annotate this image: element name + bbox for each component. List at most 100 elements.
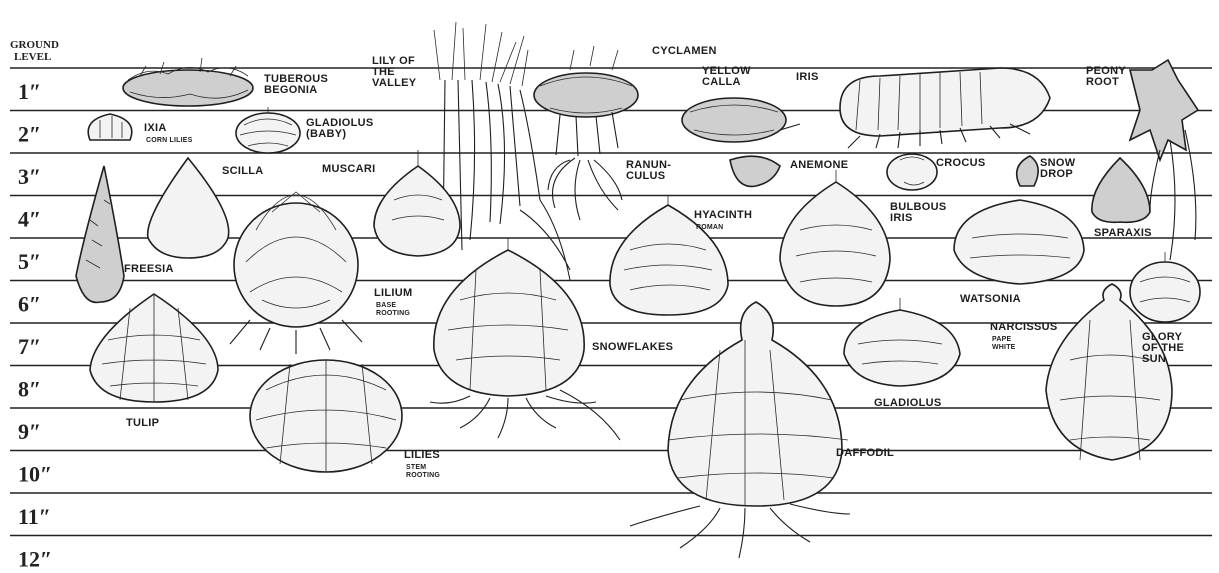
gladiolus-baby-illustration [236, 107, 300, 153]
anemone-label: ANEMONE [790, 159, 848, 171]
depth-label-11: 11″ [18, 504, 51, 529]
iris-label-line-1: IRIS [796, 71, 819, 83]
watsonia-label-line-1: WATSONIA [960, 293, 1021, 305]
snowflakes-illustration [430, 238, 620, 440]
ixia-illustration [88, 114, 132, 140]
freesia-illustration [76, 166, 124, 302]
ixia-label: IXIA CORN LILIES [144, 122, 193, 144]
scilla-label: SCILLA [222, 165, 264, 177]
snow-drop-label: SNOWDROP [1040, 157, 1076, 180]
cyclamen-label-line-1: CYCLAMEN [652, 45, 717, 57]
snow-drop-label-line-2: DROP [1040, 168, 1073, 180]
depth-label-4: 4″ [18, 207, 41, 232]
lilies-sublabel-2: ROOTING [406, 472, 440, 479]
yellow-calla-label-line-2: CALLA [702, 76, 741, 88]
tuberous-begonia-label-line-2: BEGONIA [264, 84, 317, 96]
narcissus-sublabel-2: WHITE [992, 344, 1016, 351]
lilium-sublabel-2: ROOTING [376, 310, 410, 317]
gladiolus-label: GLADIOLUS [874, 397, 941, 409]
lilium-label-line-1: LILIUM [374, 287, 412, 299]
cyclamen-illustration [534, 46, 638, 156]
lilium-illustration [230, 192, 362, 354]
tulip-illustration [90, 294, 218, 402]
anemone-illustration [730, 156, 780, 186]
gladiolus-baby-label: GLADIOLUS(BABY) [306, 117, 373, 140]
depth-label-8: 8″ [18, 377, 41, 402]
scilla-illustration [148, 158, 229, 258]
snowflakes-label: SNOWFLAKES [592, 341, 673, 353]
crocus-illustration [887, 154, 937, 190]
scilla-label-line-1: SCILLA [222, 165, 264, 177]
ranunculus-label: RANUN-CULUS [626, 159, 671, 182]
peony-root-label: PEONYROOT [1086, 65, 1126, 88]
bulb-drawings [76, 22, 1200, 558]
hyacinth-label-line-1: HYACINTH [694, 209, 752, 221]
muscari-label: MUSCARI [322, 163, 375, 175]
sparaxis-label: SPARAXIS [1094, 227, 1152, 239]
lilies-illustration [250, 360, 402, 472]
glory-of-the-sun-illustration [1130, 252, 1200, 322]
depth-label-5: 5″ [18, 249, 41, 274]
ixia-sublabel-1: CORN LILIES [146, 137, 193, 144]
depth-label-1: 1″ [18, 79, 41, 104]
narcissus-sublabel-1: PAPE [992, 336, 1011, 343]
cyclamen-label: CYCLAMEN [652, 45, 717, 57]
iris-illustration [780, 68, 1050, 148]
watsonia-label: WATSONIA [960, 293, 1021, 305]
sparaxis-label-line-1: SPARAXIS [1094, 227, 1152, 239]
depth-label-12: 12″ [18, 547, 52, 569]
gladiolus-baby-label-line-2: (BABY) [306, 128, 346, 140]
iris-label: IRIS [796, 71, 819, 83]
lilium-sublabel-1: BASE [376, 302, 396, 309]
tuberous-begonia-illustration [123, 58, 253, 106]
depth-label-10: 10″ [18, 462, 52, 487]
lilies-sublabel-1: STEM [406, 464, 426, 471]
crocus-label: CROCUS [936, 157, 985, 169]
yellow-calla-illustration [682, 98, 786, 142]
ground-level-label: GROUND [10, 39, 59, 51]
lilies-label-line-1: LILIES [404, 449, 440, 461]
daffodil-label-line-1: DAFFODIL [836, 447, 894, 459]
narcissus-label-line-1: NARCISSUS [990, 321, 1058, 333]
daffodil-label: DAFFODIL [836, 447, 894, 459]
snowflakes-label-line-1: SNOWFLAKES [592, 341, 673, 353]
ranunculus-label-line-2: CULUS [626, 170, 665, 182]
snow-drop-illustration [1017, 156, 1038, 186]
bulbous-iris-illustration [780, 170, 890, 306]
crocus-label-line-1: CROCUS [936, 157, 985, 169]
tulip-label-line-1: TULIP [126, 417, 159, 429]
sparaxis-illustration [1092, 158, 1150, 222]
bulbous-iris-label-line-2: IRIS [890, 212, 913, 224]
freesia-label-line-1: FREESIA [124, 263, 174, 275]
tulip-label: TULIP [126, 417, 159, 429]
lily-of-the-valley-label-line-3: VALLEY [372, 77, 417, 89]
depth-label-7: 7″ [18, 334, 41, 359]
tuberous-begonia-label: TUBEROUSBEGONIA [264, 73, 328, 96]
ranunculus-illustration [548, 158, 622, 220]
muscari-illustration [374, 150, 460, 256]
freesia-label: FREESIA [124, 263, 174, 275]
hyacinth-label: HYACINTH ROMAN [694, 209, 752, 231]
muscari-label-line-1: MUSCARI [322, 163, 375, 175]
depth-label-2: 2″ [18, 122, 41, 147]
ixia-label-line-1: IXIA [144, 122, 167, 134]
gladiolus-label-line-1: GLADIOLUS [874, 397, 941, 409]
watsonia-illustration [954, 200, 1084, 284]
depth-label-3: 3″ [18, 164, 41, 189]
gladiolus-illustration [844, 298, 960, 386]
depth-label-9: 9″ [18, 419, 41, 444]
hyacinth-sublabel-1: ROMAN [696, 224, 723, 231]
glory-of-the-sun-label-line-3: SUN [1142, 353, 1166, 365]
peony-root-label-line-2: ROOT [1086, 76, 1119, 88]
ground-level-label-2: LEVEL [14, 51, 51, 63]
depth-label-6: 6″ [18, 292, 41, 317]
